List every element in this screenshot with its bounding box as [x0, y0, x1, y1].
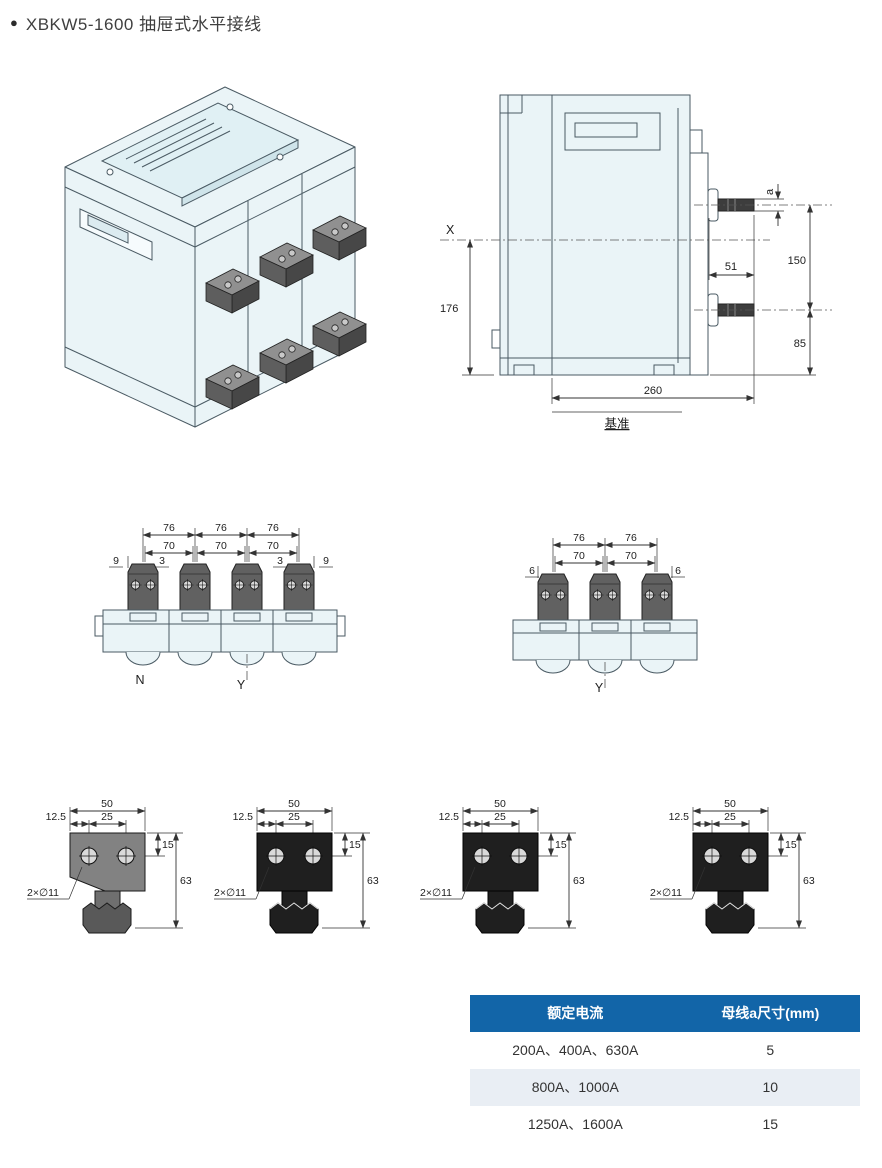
terminal-detail-drawing: 50 25 12.5 15 63 2×∅11 [420, 798, 585, 934]
page-title: ● XBKW5-1600 抽屉式水平接线 [10, 10, 262, 35]
dim-50: 50 [101, 798, 113, 810]
table-header-current: 额定电流 [547, 1005, 604, 1021]
dim-label-51: 51 [725, 261, 737, 273]
front-view-left-drawing: 76 76 76 70 70 70 9 3 3 9 [94, 522, 346, 692]
front-view-right-drawing: 76 76 70 70 6 6 Y [512, 532, 698, 695]
dim-76: 76 [163, 522, 175, 534]
breaker-front-base [512, 619, 698, 674]
dimensions: 76 76 70 70 6 6 [529, 532, 681, 577]
cell-current: 800A、1000A [531, 1079, 619, 1095]
terminal-detail-4: 50 25 12.5 15 63 2×∅11 [648, 795, 818, 950]
dimensions: 50 25 12.5 15 63 2×∅11 [650, 798, 815, 929]
dim-63: 63 [573, 875, 585, 887]
table-row: 1250A、1600A 15 [470, 1106, 860, 1143]
cell-size: 10 [762, 1079, 779, 1095]
dim-9: 9 [323, 555, 329, 567]
table-row: 200A、400A、630A 5 [470, 1032, 860, 1069]
dim-63: 63 [367, 875, 379, 887]
dim-3: 3 [159, 555, 165, 567]
holes-callout: 2×∅11 [27, 887, 59, 899]
side-view-drawing: a 176 51 150 85 260 基准 X [440, 94, 832, 431]
dim-63: 63 [180, 875, 192, 887]
holes-callout: 2×∅11 [214, 887, 246, 899]
dim-12-5: 12.5 [669, 811, 690, 823]
pole-label-y: Y [595, 681, 604, 695]
dim-76: 76 [267, 522, 279, 534]
dim-70: 70 [215, 540, 227, 552]
dim-6: 6 [675, 565, 681, 577]
dim-label-176: 176 [440, 303, 458, 315]
holes-callout: 2×∅11 [650, 887, 682, 899]
dimensions: 50 25 12.5 15 63 2×∅11 [420, 798, 585, 929]
dimensions: a 176 51 150 85 260 基准 X [440, 184, 816, 431]
dimensions: 76 76 76 70 70 70 9 3 3 9 [113, 522, 329, 567]
breaker-front-base [94, 609, 346, 666]
terminal-tabs [537, 573, 673, 621]
dim-6: 6 [529, 565, 535, 577]
terminal-tabs [127, 563, 315, 611]
extension-lines [525, 538, 685, 578]
dim-76: 76 [573, 532, 585, 544]
terminal-detail-3: 50 25 12.5 15 63 2×∅11 [418, 795, 588, 950]
dim-12-5: 12.5 [233, 811, 254, 823]
dimensions: 50 25 12.5 15 63 2×∅11 [214, 798, 379, 929]
dim-label-260: 260 [644, 385, 662, 397]
dim-15: 15 [785, 839, 797, 851]
axis-label-x: X [446, 223, 455, 237]
dim-70: 70 [163, 540, 175, 552]
cell-current: 200A、400A、630A [512, 1042, 639, 1058]
terminal-detail-1: 50 25 12.5 15 63 2×∅11 [25, 795, 195, 950]
dim-12-5: 12.5 [439, 811, 460, 823]
side-body [491, 94, 709, 376]
datum-label: 基准 [604, 417, 629, 431]
plate [69, 832, 146, 934]
dim-70: 70 [625, 550, 637, 562]
spec-table: 额定电流 母线a尺寸(mm) 200A、400A、630A 5 800A、100… [470, 995, 860, 1143]
dim-label-a: a [764, 188, 776, 195]
dim-25: 25 [724, 811, 736, 823]
dim-70: 70 [573, 550, 585, 562]
dim-25: 25 [101, 811, 113, 823]
terminal-detail-drawing: 50 25 12.5 15 63 2×∅11 [27, 798, 192, 934]
dim-9: 9 [113, 555, 119, 567]
dim-15: 15 [349, 839, 361, 851]
pole-label-n: N [135, 673, 144, 687]
dim-70: 70 [267, 540, 279, 552]
breaker-details [64, 102, 356, 408]
plate [256, 832, 333, 934]
dim-label-150: 150 [788, 255, 806, 267]
dim-3: 3 [277, 555, 283, 567]
table-header-busbar-size: 母线a尺寸(mm) [721, 1005, 820, 1021]
dim-76: 76 [625, 532, 637, 544]
title-text: XBKW5-1600 抽屉式水平接线 [25, 15, 262, 34]
dim-63: 63 [803, 875, 815, 887]
terminal-detail-drawing: 50 25 12.5 15 63 2×∅11 [214, 798, 379, 934]
isometric-view-drawing [64, 86, 367, 428]
dim-12-5: 12.5 [46, 811, 67, 823]
terminal-lugs [205, 215, 367, 410]
table-row: 800A、1000A 10 [470, 1069, 860, 1106]
cell-size: 5 [766, 1042, 775, 1058]
plate [462, 832, 539, 934]
dim-25: 25 [288, 811, 300, 823]
dimensions: 50 25 12.5 15 63 2×∅11 [27, 798, 192, 929]
dim-50: 50 [288, 798, 300, 810]
cell-size: 15 [762, 1116, 779, 1132]
dim-76: 76 [215, 522, 227, 534]
table-header-row: 额定电流 母线a尺寸(mm) [470, 995, 860, 1032]
terminal-detail-2: 50 25 12.5 15 63 2×∅11 [212, 795, 382, 950]
dim-25: 25 [494, 811, 506, 823]
dim-50: 50 [494, 798, 506, 810]
terminal-detail-drawing: 50 25 12.5 15 63 2×∅11 [650, 798, 815, 934]
dim-50: 50 [724, 798, 736, 810]
terminal-studs [707, 188, 755, 327]
bullet-icon: ● [10, 15, 18, 30]
dim-label-85: 85 [794, 338, 806, 350]
holes-callout: 2×∅11 [420, 887, 452, 899]
dim-15: 15 [555, 839, 567, 851]
pole-label-y: Y [237, 678, 246, 692]
dim-15: 15 [162, 839, 174, 851]
cell-current: 1250A、1600A [527, 1116, 623, 1132]
plate [692, 832, 769, 934]
